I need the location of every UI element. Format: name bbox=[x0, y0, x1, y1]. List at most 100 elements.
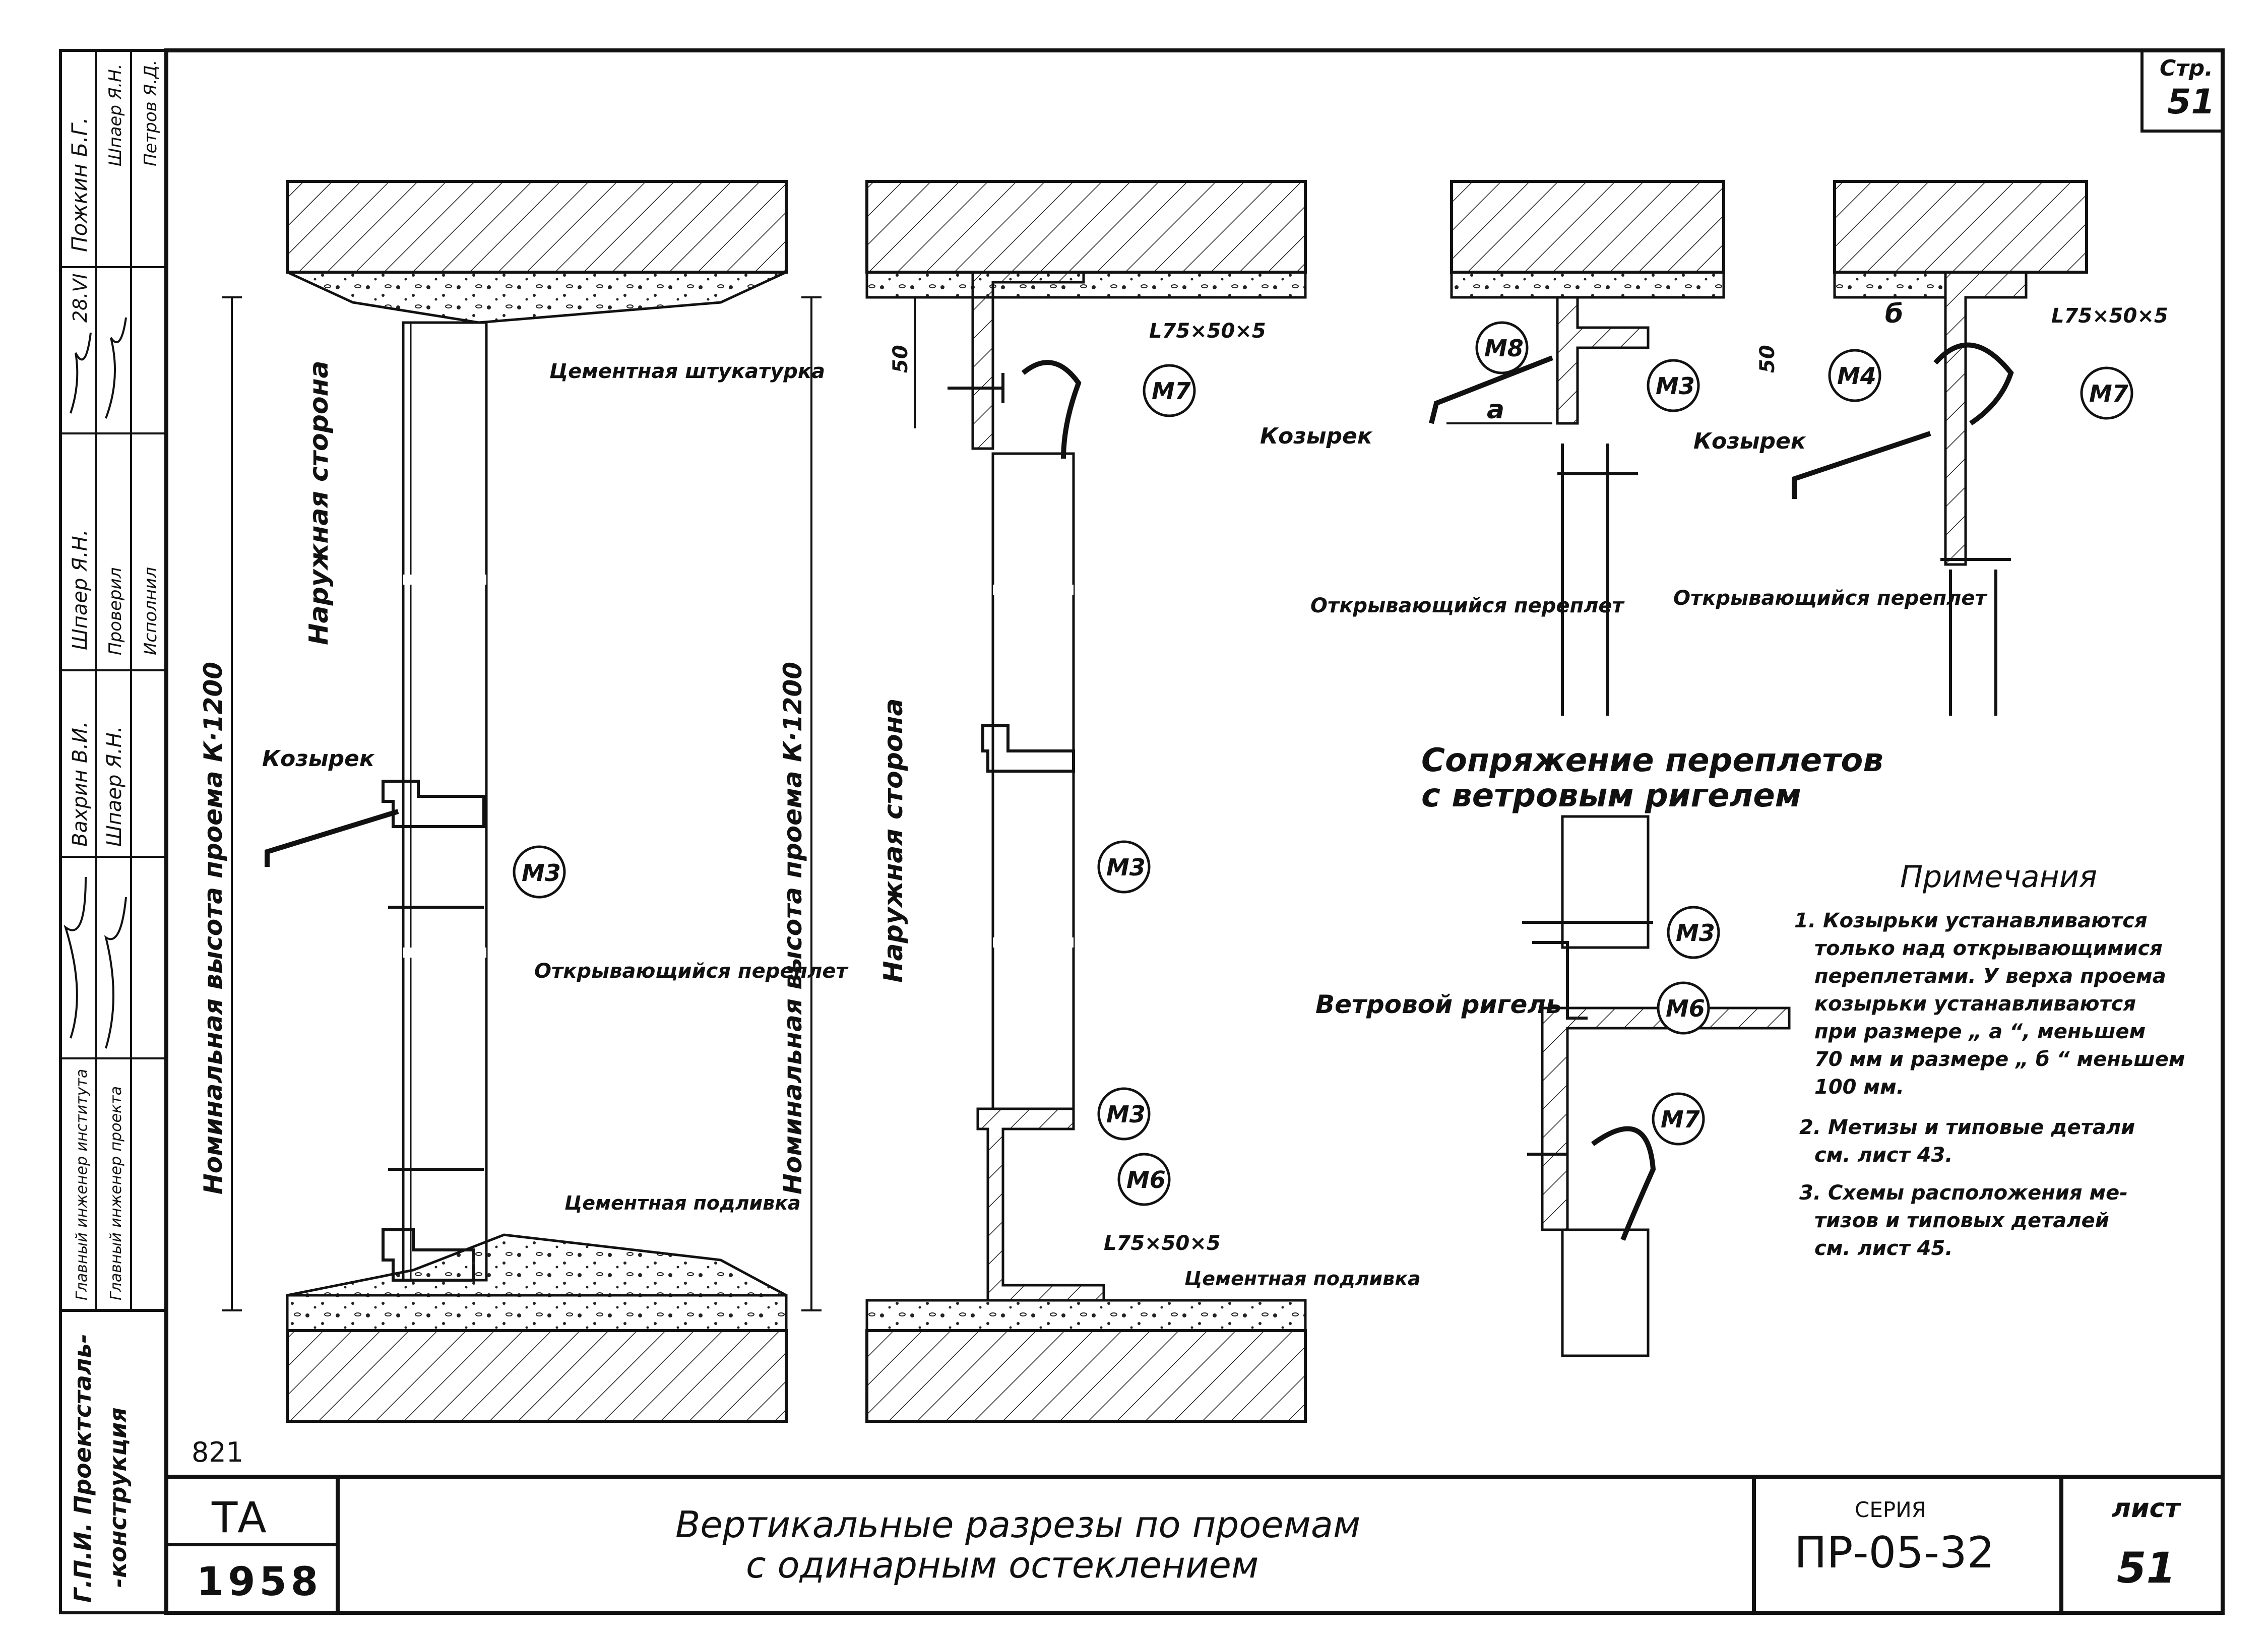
org-line-1: Г.П.И. Проектсталь- bbox=[69, 1334, 96, 1603]
section-4: б 50 L75×50×5 М4 М7 Козырек Открывающийс… bbox=[1673, 180, 2168, 716]
outer-side-2: Наружная сторона bbox=[878, 698, 909, 983]
mark-m7-4: М7 bbox=[2089, 380, 2128, 407]
mark-m8-3: М8 bbox=[1484, 335, 1524, 362]
angle-label-top-2: L75×50×5 bbox=[1149, 320, 1266, 343]
note-line-3: переплетами. У верха проема bbox=[1814, 965, 2166, 988]
mark-circle-m8-3 bbox=[1475, 321, 1529, 374]
angle-label-bottom-2: L75×50×5 bbox=[1104, 1232, 1221, 1255]
opening-sash-4: Открывающийся переплет bbox=[1673, 587, 1988, 610]
page-label: Стр. bbox=[2160, 55, 2213, 81]
year: 1958 bbox=[197, 1559, 322, 1605]
stamp-role-3: Главный инженер проекта bbox=[107, 1086, 125, 1300]
dim-50-4: 50 bbox=[1756, 345, 1779, 373]
mark-circle-m7-4 bbox=[2080, 366, 2133, 420]
mark-m3-2: М3 bbox=[1106, 854, 1146, 881]
notes-heading: Примечания bbox=[1900, 859, 2097, 895]
note-line-12: см. лист 45. bbox=[1814, 1237, 1953, 1260]
opening-sash-3: Открывающийся переплет bbox=[1310, 594, 1625, 617]
series-value: ПР-05-32 bbox=[1794, 1528, 1994, 1578]
stamp-name-2b: Шпаер Я.Н. bbox=[103, 726, 126, 847]
mark-m4-4: М4 bbox=[1837, 362, 1876, 390]
canopy-1 bbox=[265, 809, 399, 867]
angle-top-2 bbox=[971, 271, 1085, 450]
mark-m6-2: М6 bbox=[1126, 1166, 1166, 1193]
mark-circle-m7-5 bbox=[1652, 1092, 1705, 1146]
stamp-name-4: Шпаер Я.Н. bbox=[105, 64, 125, 166]
dim-b-4: б bbox=[1885, 299, 1903, 329]
canopy-3 bbox=[1429, 355, 1553, 424]
mark-circle-m7-2 bbox=[1143, 364, 1196, 417]
note-line-5: при размере „ а “, меньшем bbox=[1814, 1020, 2146, 1043]
cement-fill-2: Цементная подливка bbox=[1184, 1268, 1421, 1290]
note-line-8: 2. Метизы и типовые детали bbox=[1799, 1116, 2135, 1139]
section-3: М8 М3 а Козырек Открывающийся переплет bbox=[1260, 180, 1725, 716]
stamp-role-2: Шпаер Я.Н. bbox=[69, 530, 92, 650]
mark-m3-1: М3 bbox=[522, 859, 561, 887]
slab-bottom-2 bbox=[865, 1329, 1307, 1423]
mark-circle-m3-4 bbox=[1647, 359, 1700, 412]
section-2: 50 Номинальная высота проема К·1200 Нару… bbox=[778, 180, 1421, 1423]
mark-circle-m3-3 bbox=[1097, 1087, 1151, 1141]
section-1: Номинальная высота проема К·1200 Наружна… bbox=[199, 180, 849, 1423]
mark-circle-m6-2 bbox=[1117, 1153, 1171, 1206]
sheet-value: 51 bbox=[2117, 1543, 2176, 1593]
cement-fill-1: Цементная подливка bbox=[564, 1192, 801, 1214]
mark-m7-2: М7 bbox=[1152, 377, 1191, 405]
title-block: 821 ТА 1958 Вертикальные разрезы по прое… bbox=[166, 1436, 2223, 1613]
note-line-6: 70 мм и размере „ б “ меньшем bbox=[1814, 1048, 2185, 1071]
note-line-7: 100 мм. bbox=[1814, 1076, 1904, 1099]
left-strip-frame bbox=[59, 49, 168, 1614]
nominal-height-2: Номинальная высота проема К·1200 bbox=[778, 662, 807, 1194]
stamp-name-5: Петров Я.Д. bbox=[141, 60, 161, 166]
signature-2 bbox=[64, 876, 127, 1049]
stamp-name-3: Вахрин В.И. bbox=[69, 721, 92, 847]
stamp-role-check: Проверил bbox=[105, 568, 125, 655]
dim-a-3: а bbox=[1487, 395, 1504, 425]
slab-top-4 bbox=[1833, 180, 2088, 274]
section-title-line2: с ветровым ригелем bbox=[1421, 777, 1801, 814]
slab-bottom-1 bbox=[286, 1329, 788, 1423]
section-title-line1: Сопряжение переплетов bbox=[1421, 742, 1883, 779]
cement-plaster-1: Цементная штукатурка bbox=[549, 360, 825, 383]
angle-label-4: L75×50×5 bbox=[2051, 304, 2168, 328]
page-number: 51 bbox=[2167, 82, 2215, 122]
mark-m7-5: М7 bbox=[1661, 1106, 1700, 1133]
note-line-1: 1. Козырьки устанавливаются bbox=[1794, 909, 2148, 932]
note-line-10: 3. Схемы расположения ме- bbox=[1799, 1181, 2128, 1205]
mark-circle-m4-4 bbox=[1828, 349, 1881, 402]
canopy-label-1: Козырек bbox=[262, 746, 375, 772]
nominal-height-1: Номинальная высота проема К·1200 bbox=[199, 662, 228, 1194]
section-5: Сопряжение переплетов с ветровым ригелем… bbox=[1315, 742, 1883, 1357]
dim-50-2: 50 bbox=[889, 345, 912, 373]
mark-m3-3: М3 bbox=[1106, 1101, 1146, 1128]
stamp-name-1: Пожкин Б.Г. bbox=[67, 117, 92, 252]
canopy-label-4: Козырек bbox=[1693, 428, 1806, 454]
wind-rail-angle bbox=[1541, 1006, 1791, 1231]
org-line-2: -конструкция bbox=[104, 1407, 132, 1588]
mark-m3-5: М3 bbox=[1676, 919, 1715, 947]
title-line-1: Вертикальные разрезы по проемам bbox=[675, 1503, 1360, 1546]
mark-circle-m6-5 bbox=[1657, 981, 1710, 1035]
notes-block: Примечания 1. Козырьки устанавливаются т… bbox=[1794, 859, 2185, 1260]
ta-mark: ТА bbox=[211, 1493, 267, 1542]
stamp-role-1: Главный инженер института bbox=[73, 1069, 91, 1300]
mark-circle-m3-2 bbox=[1097, 840, 1151, 894]
mark-m6-5: М6 bbox=[1666, 995, 1705, 1022]
mark-circle-m3-5 bbox=[1667, 906, 1720, 959]
side-stamp: Пожкин Б.Г. 28.VI Шпаер Я.Н. Петров Я.Д.… bbox=[60, 50, 166, 1603]
archive-number: 821 bbox=[192, 1436, 243, 1468]
frame-left-1 bbox=[402, 321, 488, 1282]
note-line-4: козырьки устанавливаются bbox=[1814, 992, 2136, 1016]
opening-sash-1: Открывающийся переплет bbox=[534, 960, 849, 983]
stamp-role-exec: Исполнил bbox=[141, 567, 161, 655]
page-badge: Стр. 51 bbox=[2140, 49, 2224, 133]
mark-m3-4: М3 bbox=[1656, 372, 1695, 400]
note-line-11: тизов и типовых деталей bbox=[1814, 1209, 2109, 1232]
note-line-9: см. лист 43. bbox=[1814, 1144, 1953, 1167]
title-line-2: с одинарным остеклением bbox=[746, 1544, 1258, 1586]
outer-side-1: Наружная сторона bbox=[304, 360, 334, 645]
signature-1 bbox=[70, 317, 127, 419]
slab-top-1 bbox=[286, 180, 788, 274]
wind-rail-label: Ветровой ригель bbox=[1315, 990, 1562, 1019]
